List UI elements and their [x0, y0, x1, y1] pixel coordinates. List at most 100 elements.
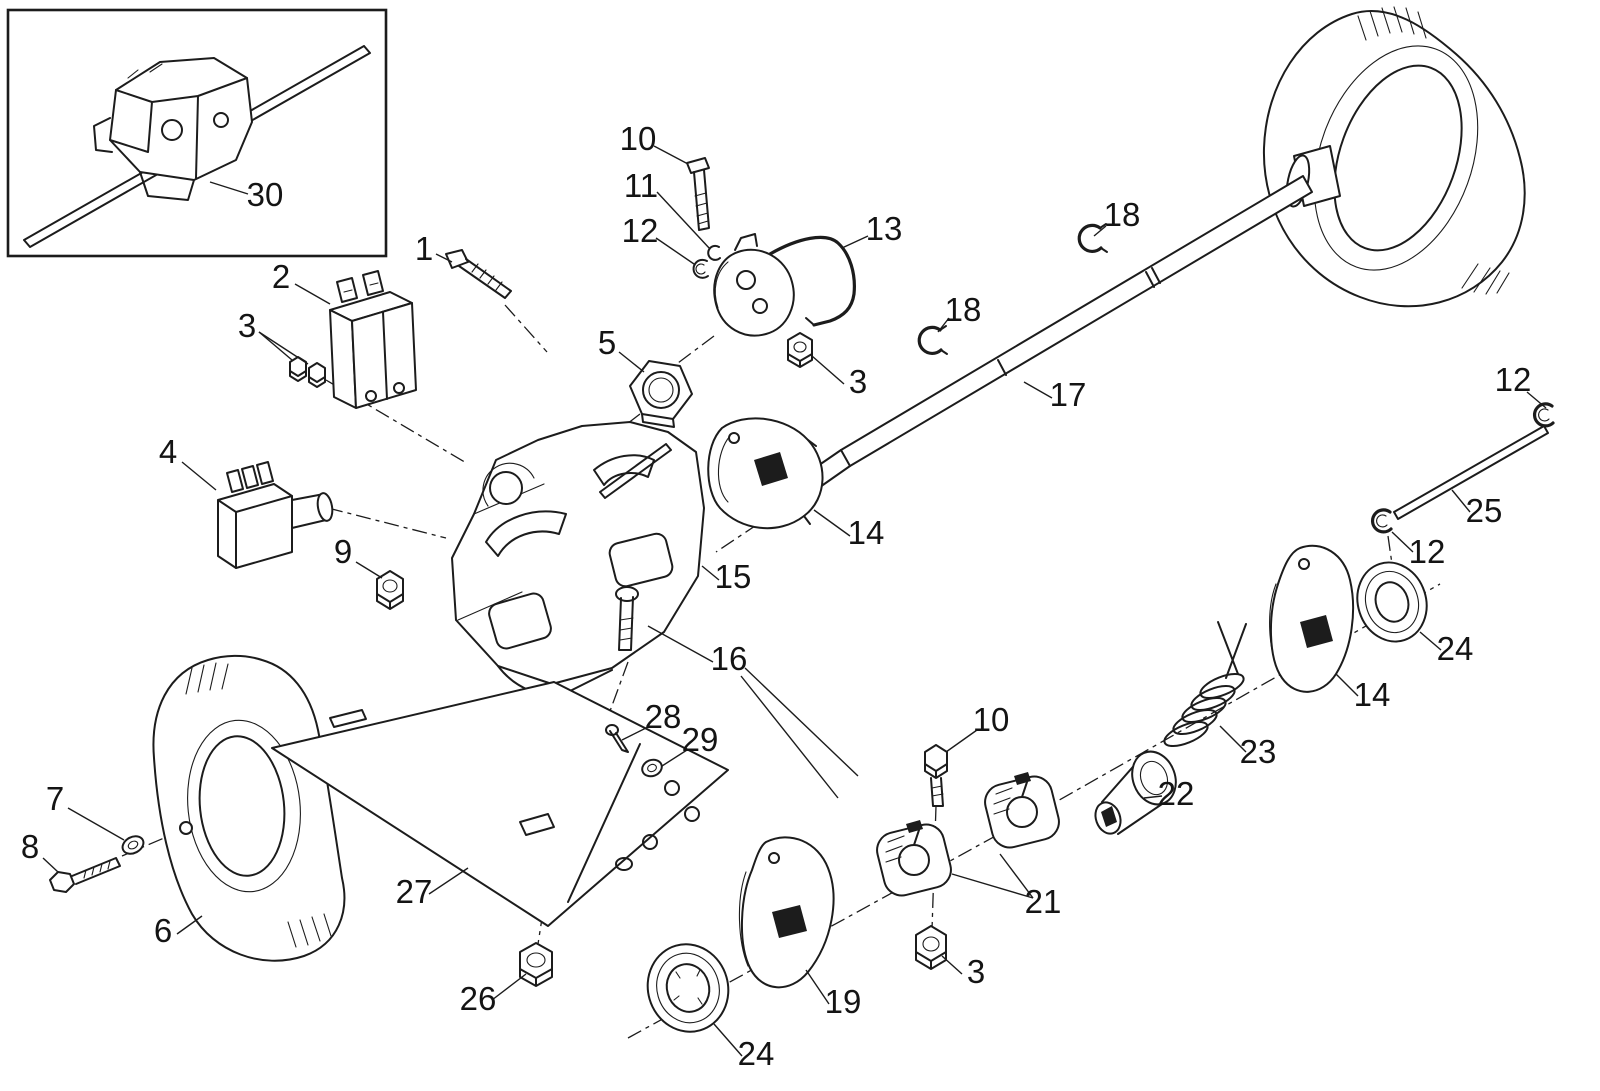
part-clamp-21-b — [984, 772, 1060, 849]
part-washer-29 — [641, 758, 663, 778]
leader-line — [1419, 631, 1442, 651]
callout-22: 22 — [1158, 775, 1195, 812]
callout-3-b: 3 — [849, 363, 867, 400]
grip-serrations-top-left — [185, 662, 229, 695]
callout-3-c: 3 — [967, 953, 985, 990]
part-bushing-22 — [1094, 750, 1177, 835]
callout-4: 4 — [159, 433, 177, 470]
callout-17: 17 — [1050, 376, 1087, 413]
callout-14-b: 14 — [1354, 676, 1391, 713]
part-retaining-clip-18-b — [917, 325, 948, 355]
leader-line — [621, 725, 651, 741]
leader-line — [435, 253, 453, 263]
callout-30: 30 — [247, 176, 284, 213]
part-washer-24-right — [1356, 561, 1428, 643]
callout-25: 25 — [1466, 492, 1503, 529]
callout-18-a: 18 — [1104, 196, 1141, 233]
leader-line — [811, 355, 845, 385]
part-base-plate-27 — [271, 681, 729, 927]
part-handle-left — [152, 654, 346, 962]
leader-line — [647, 625, 714, 663]
part-bolt-10-upper — [686, 157, 710, 231]
leader-line — [937, 317, 950, 333]
callout-12-b: 12 — [1409, 533, 1446, 570]
part-switch-2 — [329, 270, 417, 409]
part-cam-14-a — [707, 417, 824, 530]
callout-5: 5 — [598, 324, 616, 361]
leader-line — [258, 331, 293, 361]
leader-line — [428, 867, 469, 895]
callout-21: 21 — [1025, 883, 1062, 920]
callout-8: 8 — [21, 828, 39, 865]
callout-26: 26 — [460, 980, 497, 1017]
part-handle-right — [1262, 6, 1526, 308]
leader-line — [713, 1023, 743, 1057]
part-bolt-1 — [445, 249, 512, 299]
callout-6: 6 — [154, 912, 172, 949]
part-bracket-15 — [451, 421, 705, 697]
leader-line — [740, 675, 839, 799]
leader-line — [653, 145, 689, 165]
part-bolt-8 — [49, 857, 121, 893]
part-switch-housing-13 — [713, 233, 856, 337]
callout-29: 29 — [682, 721, 719, 758]
part-washer-7 — [121, 835, 145, 855]
callout-27: 27 — [396, 873, 433, 910]
inset-assembled-view — [6, 8, 388, 258]
leader-line — [258, 331, 309, 365]
callout-24-a: 24 — [1437, 630, 1474, 667]
part-clip-11 — [707, 244, 721, 261]
callout-15: 15 — [715, 558, 752, 595]
leader-line — [813, 509, 851, 537]
part-nuts-3-a — [289, 356, 326, 388]
callout-13: 13 — [866, 210, 903, 247]
part-bolt-10-lower — [924, 744, 948, 807]
callout-3-a: 3 — [238, 307, 256, 344]
leader-line — [655, 237, 695, 265]
part-nut-26 — [519, 942, 553, 987]
callout-7: 7 — [46, 780, 64, 817]
part-screw-28 — [605, 724, 629, 753]
leader-line — [941, 955, 963, 975]
callout-11: 11 — [624, 167, 658, 204]
callout-12-a: 12 — [622, 212, 659, 249]
part-nut-3-b — [787, 332, 813, 368]
part-cam-19 — [738, 836, 835, 989]
part-nut-9 — [376, 570, 404, 610]
leader-line — [1451, 489, 1471, 513]
grip-serrations-bottom — [1461, 263, 1510, 295]
leader-line — [1143, 795, 1163, 799]
callout-10-a: 10 — [620, 120, 657, 157]
grip-serrations-top — [1357, 6, 1427, 41]
part-ring-12-b — [1370, 508, 1393, 534]
leader-line — [701, 565, 720, 581]
leader-line — [805, 969, 830, 1005]
leader-line — [209, 181, 249, 195]
leader-line — [355, 561, 383, 579]
leader-line — [176, 915, 203, 935]
leader-line — [951, 873, 1034, 899]
callout-16: 16 — [711, 640, 748, 677]
leader-line — [42, 857, 59, 873]
leader-line — [491, 973, 527, 1001]
part-nut-3-c — [915, 925, 947, 970]
callout-10-b: 10 — [973, 701, 1010, 738]
callout-28: 28 — [645, 698, 682, 735]
callout-12-d: 12 — [1495, 361, 1532, 398]
part-spring-23 — [1163, 621, 1247, 747]
leader-line — [1335, 673, 1359, 697]
part-lock-nut-5 — [629, 360, 693, 428]
leader-line — [1023, 381, 1053, 399]
leader-line — [618, 351, 645, 373]
part-cam-14-b — [1269, 544, 1355, 693]
part-retaining-clip-18-a — [1077, 223, 1108, 253]
part-bolt-16 — [615, 586, 639, 651]
callout-2: 2 — [272, 258, 290, 295]
part-clamp-21-a — [876, 820, 952, 897]
grip-serrations-bottom-left — [287, 913, 332, 948]
leader-line — [294, 283, 331, 305]
callout-19: 19 — [825, 983, 862, 1020]
leader-line — [1219, 725, 1247, 753]
